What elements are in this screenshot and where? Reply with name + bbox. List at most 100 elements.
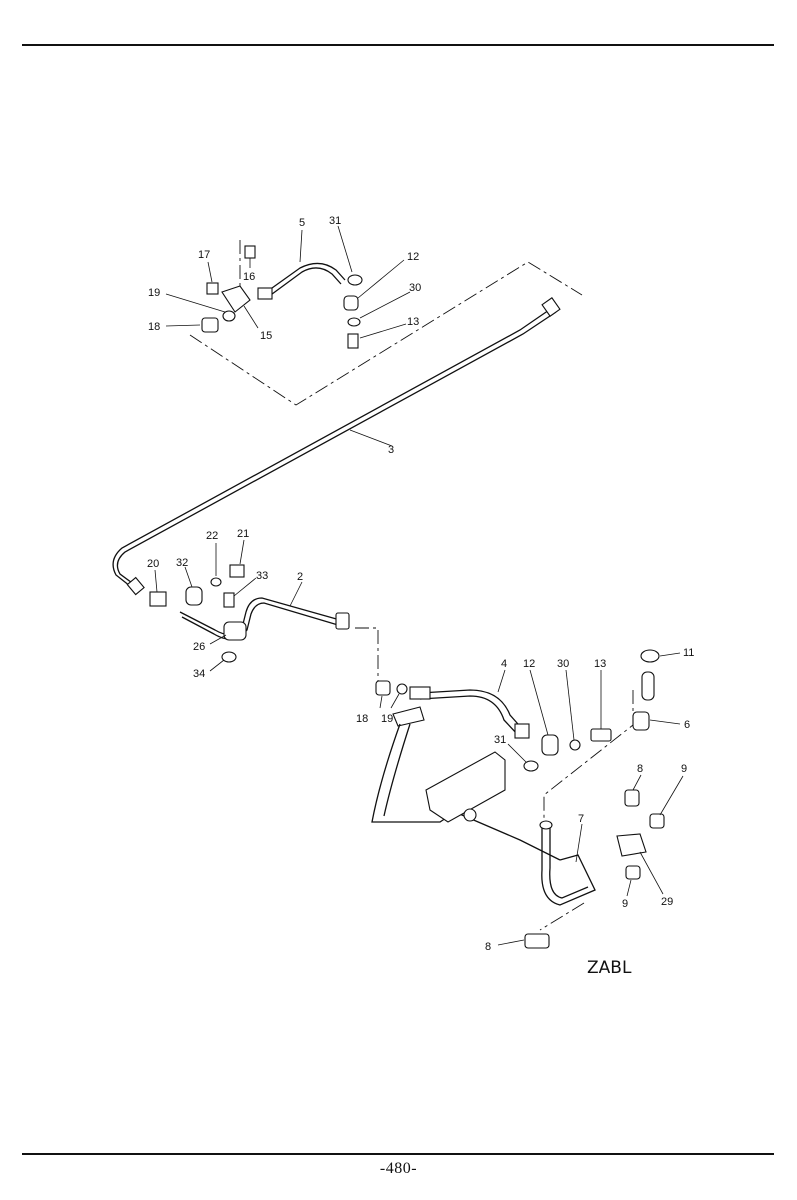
leader-19-bottom [390,693,400,709]
callout-8-bottom: 8 [485,941,491,953]
washer-19-bottom [396,683,408,695]
hose-11 [641,671,655,701]
leader-4 [497,669,506,693]
connector-20 [149,591,167,607]
nut-18-bottom [375,680,391,696]
pipe-5 [264,262,346,294]
callout-30-top: 30 [409,282,421,294]
callout-15: 15 [260,330,272,342]
pipe-3-fitting-bottom [126,576,145,596]
leader-30-bottom [565,669,575,741]
bush-32 [185,586,203,606]
washer-31-top [347,274,363,286]
pipe-3-outline [116,311,557,589]
callout-13-bottom: 13 [594,658,606,670]
pipe-4-outline [419,695,520,737]
lever-7 [541,825,596,906]
fitting-6 [632,711,650,731]
leader-12-top [357,259,405,299]
bolt-8-top [624,789,640,807]
clip-26 [223,621,247,641]
leader-34 [209,659,225,672]
callout-34: 34 [193,668,205,680]
leader-8-bottom [497,939,525,946]
boundary-line-middle [355,627,379,690]
washer-31-bottom [523,760,539,772]
washer-30-bottom [569,739,581,751]
callout-30-bottom: 30 [557,658,569,670]
pipe-4-nut [409,686,431,700]
bolt-8-bottom [524,933,550,949]
callout-3: 3 [388,444,394,456]
leader-33 [233,577,257,597]
callout-9-top: 9 [681,763,687,775]
callout-8-top: 8 [637,763,643,775]
banjo-bolt-13-top [347,333,359,349]
pipe-4 [419,689,526,733]
leader-13-top [359,323,407,339]
callout-4: 4 [501,658,507,670]
pipe-5-nut [257,287,273,300]
leader-17 [207,261,213,283]
leader-21 [239,539,245,565]
leader-7 [575,823,583,863]
banjo-bolt-13-bottom [590,728,612,742]
pipe-2 [179,597,341,636]
callout-12-bottom: 12 [523,658,535,670]
nut-17 [206,282,219,295]
callout-18-bottom: 18 [356,713,368,725]
clip-11 [640,649,660,663]
callout-12-top: 12 [407,251,419,263]
leader-5 [299,229,303,263]
leader-12-bottom [529,669,549,736]
top-rule [22,44,774,46]
leader-6 [649,719,681,725]
callout-20: 20 [147,558,159,570]
pedal-arm [371,723,561,861]
pedal-bracket-plate [425,751,506,823]
bolt-21 [229,564,245,578]
leader-11 [659,652,681,657]
leader-29 [639,851,664,895]
leader-26 [209,634,227,645]
grommet-34 [221,651,237,663]
page-number: -480- [379,1160,418,1177]
leader-32 [184,566,193,588]
bolt-16 [244,245,256,259]
boundary-line-bottom [539,902,585,931]
leader-3 [349,429,393,447]
pedal-arm-inner [383,723,411,817]
bracket-15 [221,285,251,313]
leader-19-top [165,293,226,313]
pipe-2-fitting [335,612,350,630]
leader-31-top [337,225,353,273]
callout-18-top: 18 [148,321,160,333]
callout-26: 26 [193,641,205,653]
leader-9-bottom [626,879,632,897]
leader-18-top [165,324,201,327]
lever-7-top [539,820,553,830]
nut-9-bottom [625,865,641,880]
banjo-12-bottom [541,734,559,756]
callout-16: 16 [243,271,255,283]
leader-31-bottom [507,743,527,763]
bottom-rule [22,1153,774,1155]
callout-13-top: 13 [407,316,419,328]
pedal-shaft-end [463,808,477,822]
leader-9-top [659,775,684,816]
diagram-code: ZABL [587,958,632,978]
callout-6: 6 [684,719,690,731]
pedal-pad [392,706,425,727]
callout-32: 32 [176,557,188,569]
callout-11: 11 [683,647,694,659]
pipe-3 [112,307,553,591]
callout-19-bottom: 19 [381,713,393,725]
callout-31-top: 31 [329,215,341,227]
leader-2 [289,581,303,607]
callout-9-bottom: 9 [622,898,628,910]
nut-9-top [649,813,665,829]
lever-7-inner [549,825,589,899]
pipe-2-outline [181,602,339,640]
washer-30-top [347,317,361,327]
